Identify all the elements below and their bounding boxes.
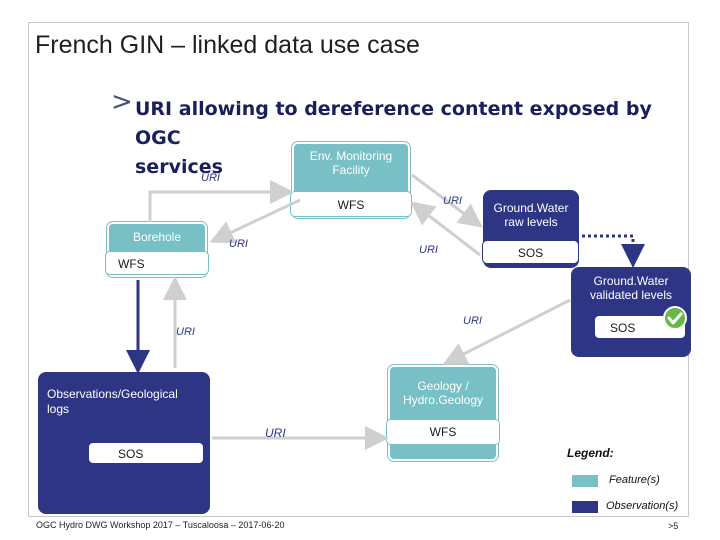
observations-geological-title-1: Observations/Geological [47,387,178,401]
observations-geological-title-2: logs [47,402,70,416]
bullet-marker: > [111,87,133,117]
gw-validated-title-2: validated levels [589,288,673,302]
gw-validated-sos-label: SOS [610,321,636,335]
legend-title: Legend: [567,446,614,460]
slide-title: French GIN – linked data use case [35,31,420,59]
bullet-line-1: URI allowing to dereference content expo… [135,98,652,149]
slide-footer: OGC Hydro DWG Workshop 2017 – Tuscaloosa… [36,520,285,530]
obs-sos-box [88,442,204,464]
bullet-line-2: services [135,156,223,178]
geology-title-1: Geology / [417,379,469,393]
bullet-point: > URI allowing to dereference content ex… [111,88,693,182]
legend-observation-label: Observation(s) [606,500,679,512]
env-monitoring-wfs-label: WFS [337,198,365,212]
gw-validated-title-1: Ground.Water [593,274,669,288]
gw-raw-sos-box [482,240,579,264]
geology-wfs-label: WFS [429,425,457,439]
gw-raw-title-2: raw levels [504,215,558,229]
uri-label-6: URI [176,326,195,338]
legend-feature-swatch [572,475,598,487]
page-number: >5 [668,521,679,531]
gw-validated-sos-box [594,315,686,339]
uri-label-7: URI [463,315,482,327]
env-monitoring-title-2: Facility [332,163,370,177]
geology-box [388,365,498,461]
uri-label-8: URI [265,426,286,440]
borehole-wfs-label: WFS [118,257,145,271]
geology-wfs-box [386,419,500,445]
gw-raw-title-1: Ground.Water [493,201,569,215]
borehole-title: Borehole [132,230,182,244]
geology-title-2: Hydro.Geology [402,393,484,407]
uri-label-4: URI [419,244,438,256]
uri-label-3: URI [443,195,462,207]
borehole-wfs-box [105,251,209,275]
legend-feature-label: Feature(s) [609,474,660,486]
uri-label-5: URI [111,323,129,334]
env-monitoring-wfs-box [290,191,412,217]
obs-sos-label: SOS [118,447,144,461]
gw-raw-sos-label: SOS [517,246,544,260]
legend-observation-swatch [572,501,598,513]
uri-label-1: URI [201,172,220,184]
uri-label-2: URI [229,238,248,250]
env-monitoring-title-1: Env. Monitoring [309,149,393,163]
